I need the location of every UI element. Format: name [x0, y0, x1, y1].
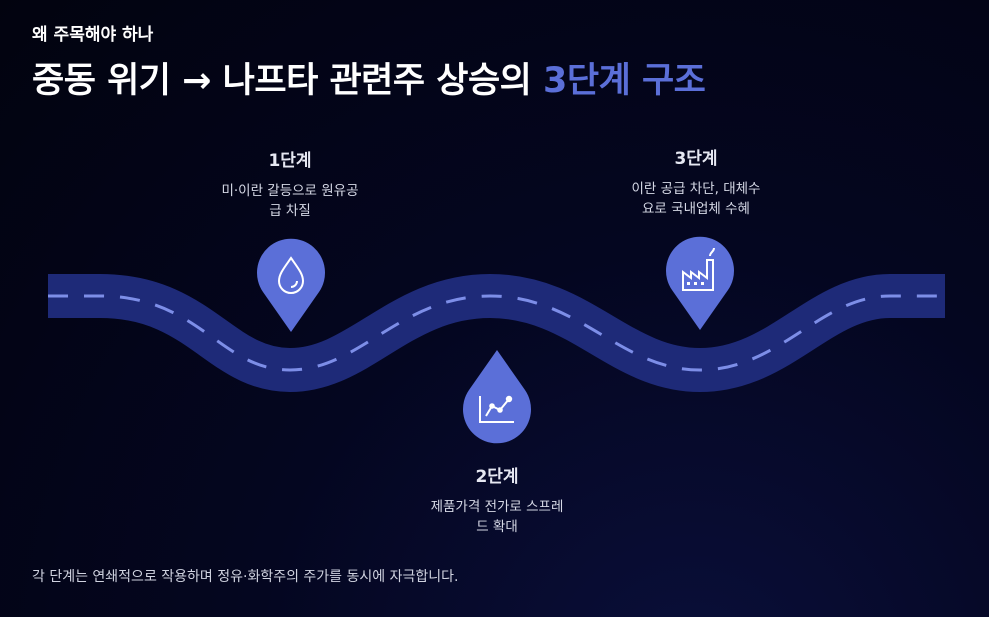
step-2-desc-line1: 제품가격 전가로 스프레: [430, 499, 564, 515]
title-main: 중동 위기 → 나프타 관련주 상승의: [32, 61, 544, 101]
factory-icon: [682, 247, 715, 291]
step-3-desc-line2: 요로 국내업체 수혜: [642, 201, 750, 217]
step-2: 2단계 제품가격 전가로 스프레 드 확대: [397, 462, 597, 537]
step-3-pin: [666, 236, 734, 330]
eyebrow-label: 왜 주목해야 하나: [32, 25, 154, 45]
step-2-title: 2단계: [475, 467, 519, 487]
step-3-desc: 이란 공급 차단, 대체수 요로 국내업체 수혜: [596, 179, 796, 219]
step-1-desc-line1: 미·이란 갈등으로 원유공: [221, 183, 359, 199]
step-1: 1단계 미·이란 갈등으로 원유공 급 차질: [190, 146, 390, 221]
step-1-pin: [257, 238, 325, 332]
road-center-line: [48, 294, 945, 372]
step-3: 3단계 이란 공급 차단, 대체수 요로 국내업체 수혜: [596, 144, 796, 219]
title-highlight: 3단계 구조: [543, 61, 706, 101]
step-3-desc-line1: 이란 공급 차단, 대체수: [631, 181, 761, 197]
step-1-title: 1단계: [268, 151, 312, 171]
footer-note: 각 단계는 연쇄적으로 작용하며 정유·화학주의 주가를 동시에 자극합니다.: [32, 569, 459, 585]
droplet-icon: [277, 256, 305, 294]
page-title: 중동 위기 → 나프타 관련주 상승의 3단계 구조: [32, 52, 706, 103]
step-2-desc-line2: 드 확대: [476, 519, 518, 535]
step-1-desc-line2: 급 차질: [269, 203, 311, 219]
step-2-desc: 제품가격 전가로 스프레 드 확대: [397, 497, 597, 537]
line-chart-icon: [479, 395, 514, 423]
step-1-desc: 미·이란 갈등으로 원유공 급 차질: [190, 181, 390, 221]
step-2-pin: [463, 350, 531, 444]
step-3-title: 3단계: [674, 149, 718, 169]
